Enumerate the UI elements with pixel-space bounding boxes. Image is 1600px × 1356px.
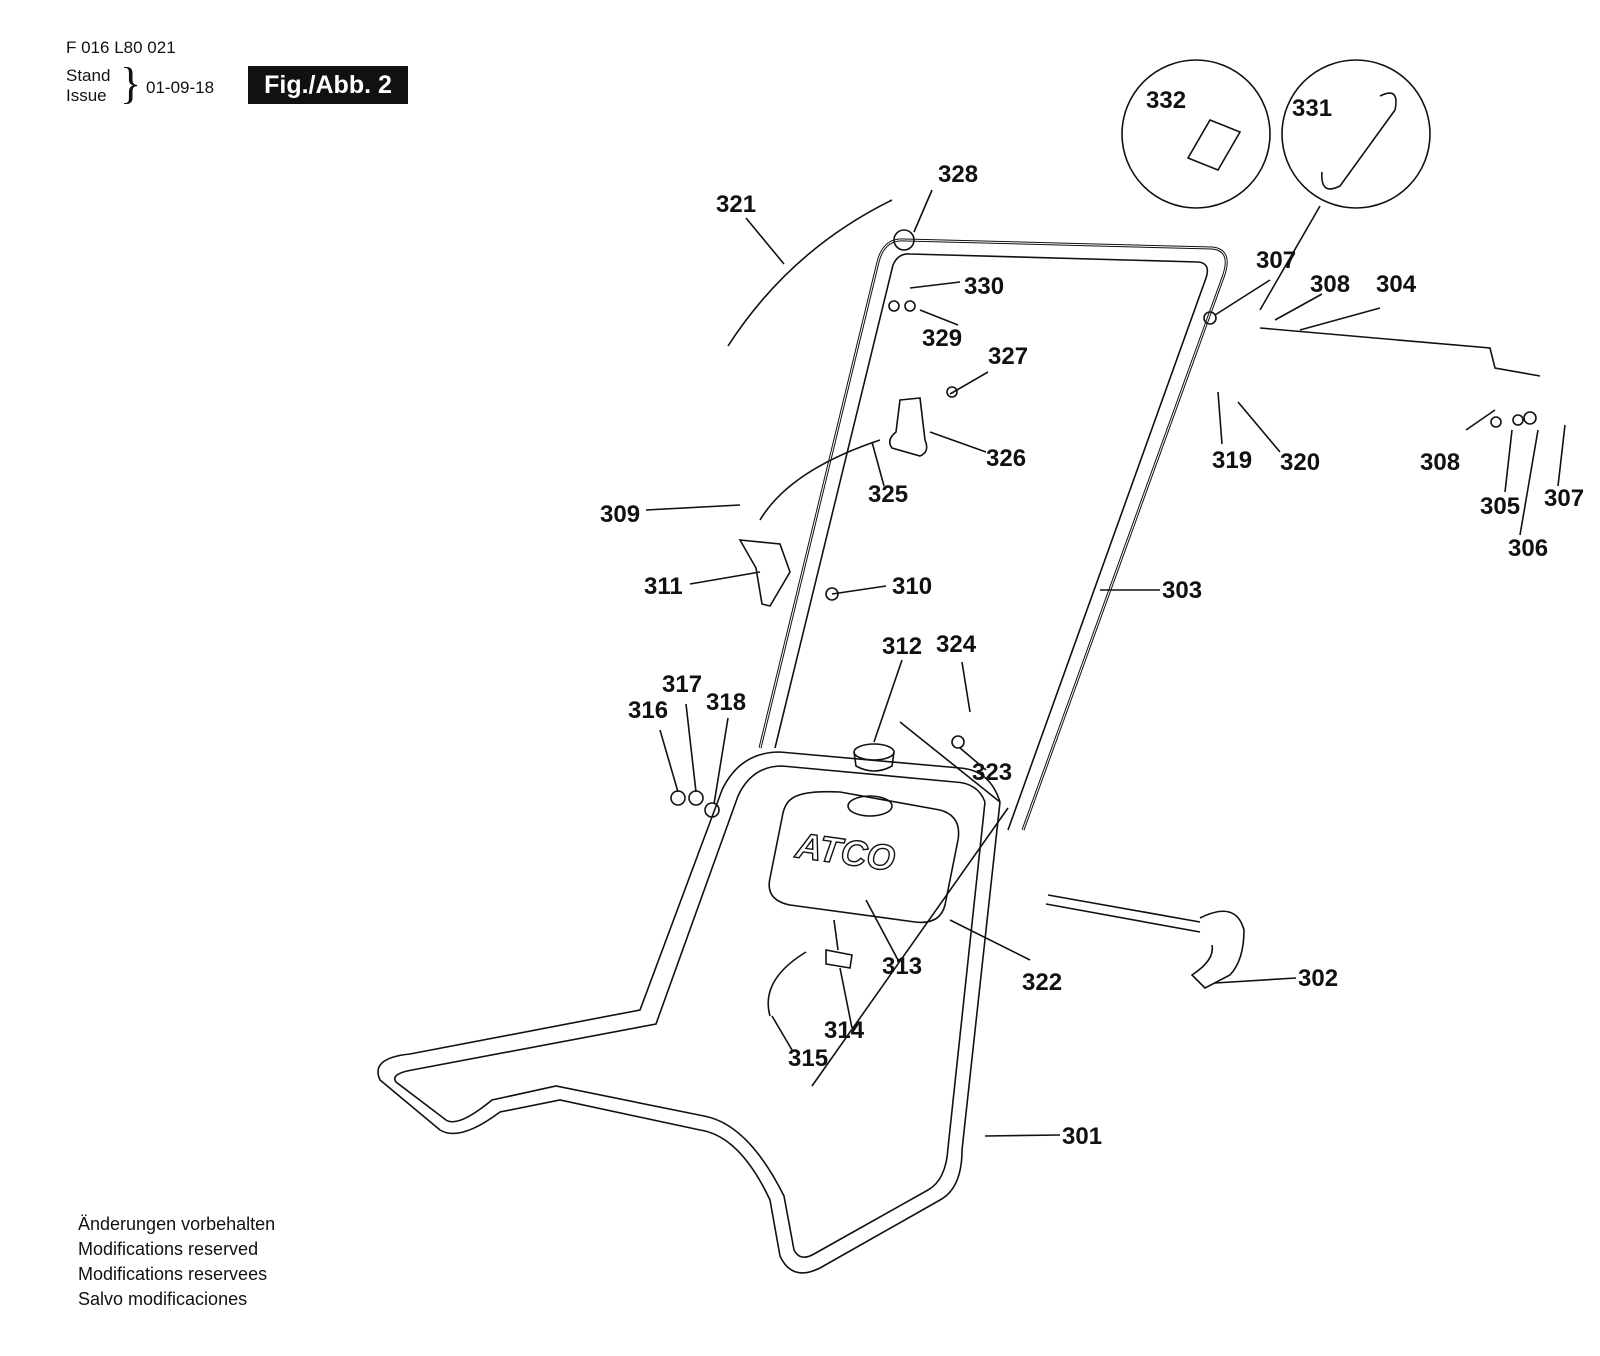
part-label-320: 320 — [1280, 449, 1320, 476]
part-label-308: 308 — [1310, 271, 1350, 298]
part-label-314: 314 — [824, 1017, 865, 1044]
part-number-labels: 301 302 303 304 305 306 307 307 308 308 … — [600, 87, 1584, 1150]
notice-line-de: Änderungen vorbehalten — [78, 1214, 276, 1234]
figure-label: Fig./Abb. 2 — [248, 66, 408, 104]
part-label-329: 329 — [922, 325, 962, 352]
part-label-301: 301 — [1062, 1123, 1102, 1150]
part-label-303: 303 — [1162, 577, 1202, 604]
cable — [727, 199, 893, 347]
bracket — [738, 539, 791, 607]
modifications-notice: Änderungen vorbehalten Modifications res… — [78, 1212, 275, 1312]
upper-handle — [758, 238, 1228, 831]
part-label-308: 308 — [1420, 449, 1460, 476]
document-number: F 016 L80 021 — [66, 38, 176, 57]
part-label-324: 324 — [936, 631, 977, 658]
part-label-326: 326 — [986, 445, 1026, 472]
part-label-322: 322 — [1022, 969, 1062, 996]
cable-325 — [759, 439, 881, 521]
leader-long — [811, 807, 1009, 1087]
part-label-328: 328 — [938, 161, 978, 188]
part-label-325: 325 — [868, 481, 908, 508]
part-label-332: 332 — [1146, 87, 1186, 114]
detail-circle-332 — [1121, 59, 1271, 209]
clip — [767, 951, 807, 1017]
issue-date: 01-09-18 — [146, 78, 215, 97]
throttle-lever — [888, 397, 928, 457]
part-label-317: 317 — [662, 671, 702, 698]
part-label-331: 331 — [1292, 95, 1332, 122]
callout-leaders — [645, 189, 1566, 1137]
notice-line-fr: Modifications reservees — [78, 1264, 268, 1284]
issue-label: Issue — [66, 86, 107, 105]
part-label-321: 321 — [716, 191, 756, 218]
part-label-302: 302 — [1298, 965, 1338, 992]
part-label-323: 323 — [972, 759, 1012, 786]
part-label-312: 312 — [882, 633, 922, 660]
tank-brand-text: ATCO — [793, 824, 898, 879]
part-label-313: 313 — [882, 953, 922, 980]
part-label-327: 327 — [988, 343, 1028, 370]
fuel-cap — [853, 743, 895, 772]
notice-line-es: Salvo modificaciones — [78, 1289, 248, 1309]
fuel-tank: ATCO — [768, 790, 960, 924]
part-label-311: 311 — [644, 573, 683, 600]
stand-issue-labels: Stand Issue — [66, 66, 110, 106]
part-label-316: 316 — [628, 697, 668, 724]
leader-cap — [899, 721, 1001, 803]
control-lever — [1045, 894, 1245, 989]
part-label-307: 307 — [1256, 247, 1296, 274]
part-label-309: 309 — [600, 501, 640, 528]
brace-glyph: } — [120, 59, 142, 108]
fuel-tap — [825, 919, 853, 969]
part-label-310: 310 — [892, 573, 932, 600]
part-label-305: 305 — [1480, 493, 1520, 520]
lower-frame — [377, 751, 1001, 1274]
stand-label: Stand — [66, 66, 111, 85]
part-label-304: 304 — [1376, 271, 1417, 298]
notice-line-en: Modifications reserved — [78, 1239, 259, 1259]
part-label-306: 306 — [1508, 535, 1548, 562]
part-label-319: 319 — [1212, 447, 1252, 474]
part-label-330: 330 — [964, 273, 1004, 300]
part-label-315: 315 — [788, 1045, 828, 1072]
part-label-307: 307 — [1544, 485, 1584, 512]
control-rod — [1259, 327, 1541, 377]
detail-circle-331 — [1259, 59, 1431, 311]
part-label-318: 318 — [706, 689, 746, 716]
